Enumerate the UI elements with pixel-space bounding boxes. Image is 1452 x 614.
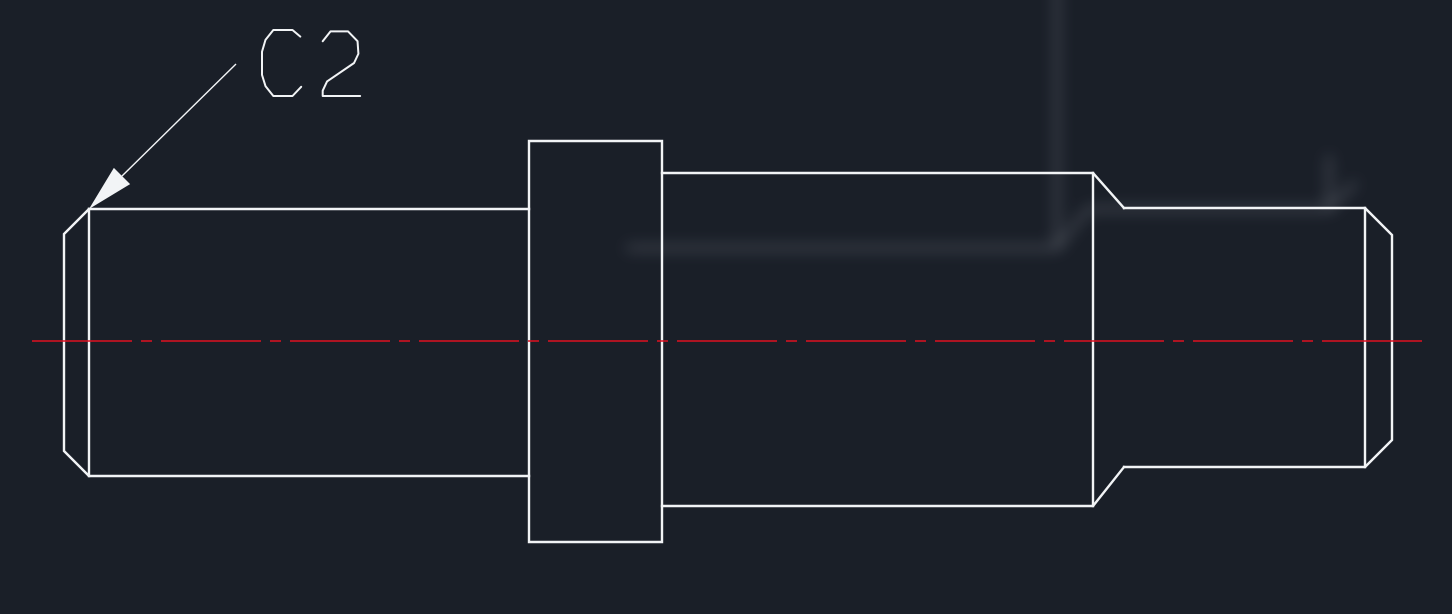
glyph-2: [321, 30, 362, 97]
leader-line[interactable]: [121, 63, 237, 177]
left-shaft-outline[interactable]: [62, 207, 531, 478]
chamfer-callout-label[interactable]: [261, 29, 362, 97]
right-shaft-outline[interactable]: [1122, 206, 1394, 469]
chamfer-callout[interactable]: [89, 29, 362, 209]
part-outline-group[interactable]: [62, 139, 1394, 544]
center-collar-outline[interactable]: [527, 139, 664, 544]
ghost-edge: [626, 208, 1089, 250]
leader-arrowhead[interactable]: [89, 167, 131, 209]
glyph-C: [261, 29, 303, 97]
